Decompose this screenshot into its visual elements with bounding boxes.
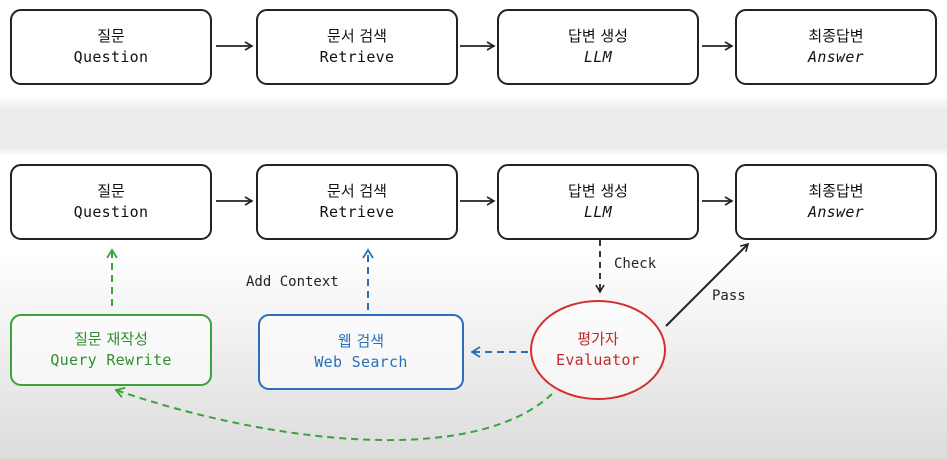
node-label-en: Question bbox=[73, 203, 149, 221]
node-label-kr: 질문 bbox=[97, 182, 125, 200]
node-label-kr: 문서 검색 bbox=[327, 182, 387, 200]
node-label-en: Evaluator bbox=[556, 351, 640, 369]
node-label-kr: 질문 재작성 bbox=[74, 330, 148, 348]
node-label-kr: 평가자 bbox=[577, 330, 619, 348]
top-question-node: 질문 Question bbox=[10, 9, 212, 85]
node-label-en: Answer bbox=[808, 203, 864, 221]
add-context-label: Add Context bbox=[246, 274, 339, 290]
arrow-pass bbox=[665, 242, 750, 327]
top-answer-node: 최종답변 Answer bbox=[735, 9, 937, 85]
query-rewrite-node: 질문 재작성 Query Rewrite bbox=[10, 314, 212, 386]
bottom-answer-node: 최종답변 Answer bbox=[735, 164, 937, 240]
node-label-kr: 답변 생성 bbox=[568, 182, 628, 200]
pass-label: Pass bbox=[712, 288, 746, 304]
node-label-en: LLM bbox=[584, 203, 612, 221]
check-label: Check bbox=[614, 256, 657, 272]
node-label-en: Query Rewrite bbox=[50, 351, 172, 369]
node-label-kr: 질문 bbox=[97, 27, 125, 45]
bottom-llm-node: 답변 생성 LLM bbox=[497, 164, 699, 240]
node-label-kr: 답변 생성 bbox=[568, 27, 628, 45]
node-label-kr: 최종답변 bbox=[808, 182, 864, 200]
node-label-kr: 문서 검색 bbox=[327, 27, 387, 45]
top-retrieve-node: 문서 검색 Retrieve bbox=[256, 9, 458, 85]
top-llm-node: 답변 생성 LLM bbox=[497, 9, 699, 85]
web-search-node: 웹 검색 Web Search bbox=[258, 314, 464, 390]
node-label-en: Web Search bbox=[314, 353, 408, 371]
evaluator-node: 평가자 Evaluator bbox=[530, 300, 666, 400]
node-label-kr: 웹 검색 bbox=[337, 332, 385, 350]
node-label-en: LLM bbox=[584, 48, 612, 66]
node-label-en: Question bbox=[73, 48, 149, 66]
node-label-en: Answer bbox=[808, 48, 864, 66]
arrow-to-query-rewrite bbox=[114, 387, 553, 442]
node-label-kr: 최종답변 bbox=[808, 27, 864, 45]
node-label-en: Retrieve bbox=[319, 203, 395, 221]
bottom-question-node: 질문 Question bbox=[10, 164, 212, 240]
node-label-en: Retrieve bbox=[319, 48, 395, 66]
bottom-retrieve-node: 문서 검색 Retrieve bbox=[256, 164, 458, 240]
